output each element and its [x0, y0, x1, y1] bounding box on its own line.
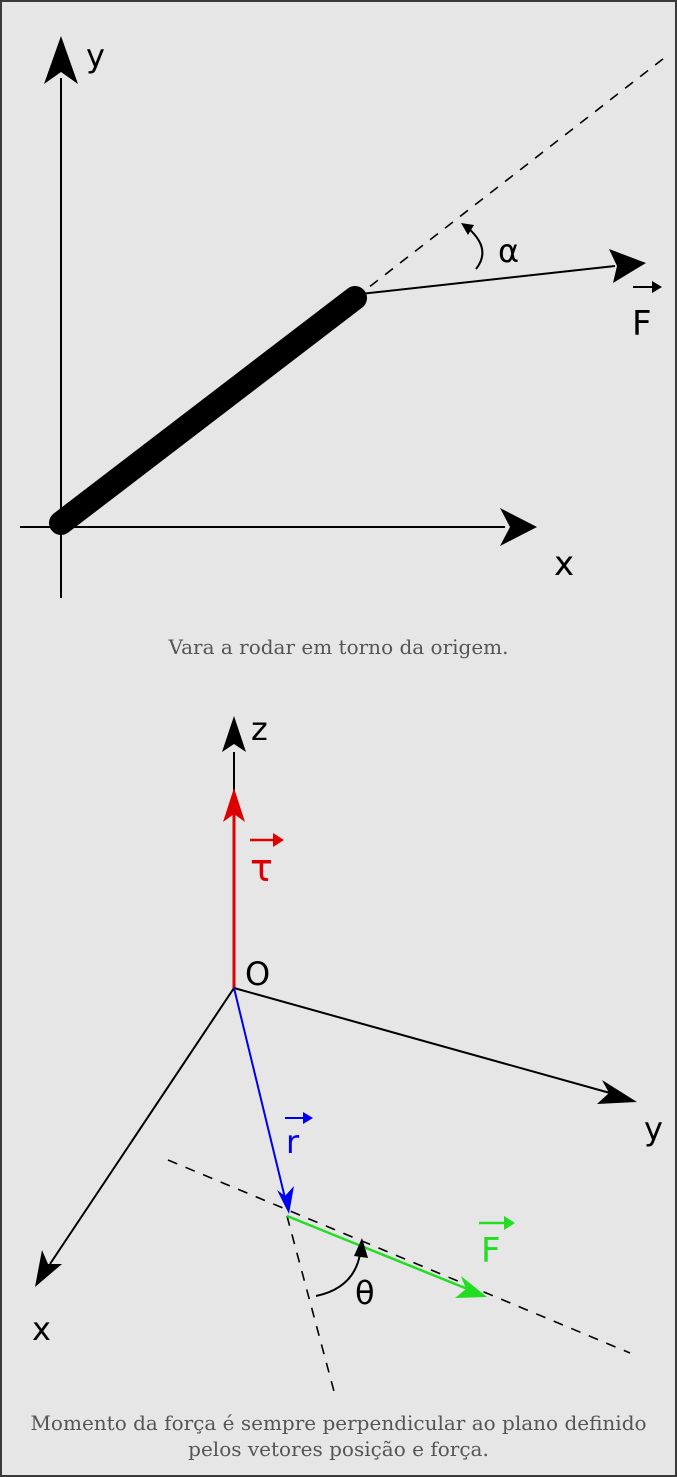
alpha-angle-arc	[467, 227, 484, 270]
y-axis-1-label: y	[86, 37, 105, 75]
force-label-1-overarrow-head	[652, 281, 662, 293]
torque-label: τ	[250, 846, 273, 890]
torque-vector-arrowhead	[223, 788, 245, 822]
force-vector-1-arrowhead	[609, 249, 646, 283]
alpha-label: α	[498, 232, 519, 270]
y-axis-2	[233, 987, 611, 1094]
rod	[49, 286, 367, 535]
force-label-2-overarrow-head	[504, 1216, 515, 1230]
figure-1-caption: Vara a rodar em torno da origem.	[168, 635, 509, 659]
r-label-overarrow-head	[303, 1112, 313, 1124]
x-axis-1-arrowhead	[500, 508, 537, 546]
y-axis-2-arrowhead	[597, 1080, 637, 1104]
force-line-dashed	[167, 1159, 631, 1354]
position-vector	[233, 987, 286, 1199]
r-label: r	[286, 1123, 300, 1161]
figure-2-caption-line-2: pelos vetores posição e força.	[188, 1437, 489, 1461]
x-axis-2-arrowhead	[35, 1250, 62, 1287]
rod-extension-dashed	[354, 54, 669, 299]
theta-label: θ	[355, 1274, 375, 1312]
y-axis-1-arrowhead	[44, 36, 78, 84]
alpha-angle-arrowhead	[461, 223, 474, 235]
theta-angle-arrowhead	[354, 1238, 368, 1258]
force-label-2: F	[481, 1231, 501, 1271]
figure-2-torque: z O y x τ r F θ	[32, 710, 663, 1396]
figure-1-rod: y x α F	[20, 36, 669, 598]
figure-2-caption-line-1: Momento da força é sempre perpendicular …	[30, 1411, 647, 1435]
position-extension-dashed	[286, 1215, 336, 1396]
torque-label-overarrow-head	[273, 833, 284, 847]
force-vector-2-arrowhead	[455, 1276, 487, 1298]
theta-angle-arc	[315, 1253, 361, 1297]
x-axis-2-label: x	[32, 1310, 51, 1348]
x-axis-2	[49, 987, 235, 1265]
force-label-1: F	[632, 304, 652, 344]
x-axis-1-label: x	[554, 544, 574, 584]
origin-label: O	[245, 955, 270, 993]
position-vector-arrowhead	[277, 1186, 294, 1214]
z-axis-arrowhead	[222, 716, 246, 752]
force-vector-2	[286, 1214, 471, 1292]
y-axis-2-label: y	[644, 1110, 663, 1148]
z-axis-label: z	[251, 710, 268, 748]
force-vector-1	[359, 265, 616, 295]
